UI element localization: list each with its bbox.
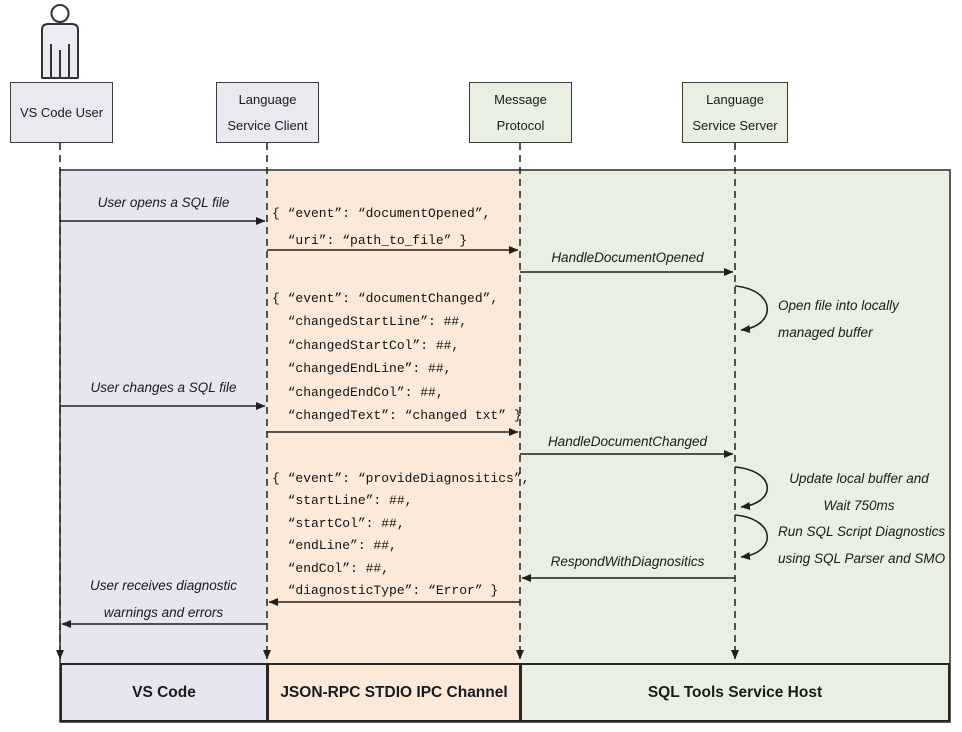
note-line1: Open file into locally: [778, 298, 899, 313]
footer-label-vscode: VS Code: [132, 683, 196, 701]
actor-label-line2: Service Server: [692, 117, 778, 133]
payload-line: “diagnosticType”: “Error” }: [272, 583, 499, 599]
note-line2: Wait 750ms: [823, 498, 895, 513]
message-label-user-receives-diagnostics: User receives diagnostic warnings and er…: [60, 572, 267, 626]
note-line1: Update local buffer and: [789, 471, 929, 486]
lane-vscode: [60, 170, 267, 722]
actor-label-line1: Language: [706, 91, 764, 107]
payload-line: “startLine”: ##,: [272, 493, 413, 509]
payload-provide-diagnostics: { “event”: “provideDiagnositics”, “start…: [272, 468, 529, 602]
payload-line: { “event”: “documentChanged”,: [272, 291, 499, 306]
actor-box-language-service-server: Language Service Server: [682, 82, 788, 143]
footer-label-service-host: SQL Tools Service Host: [647, 683, 823, 701]
message-label-handle-document-changed: HandleDocumentChanged: [547, 434, 708, 449]
payload-line: “uri”: “path_to_file” }: [272, 233, 468, 248]
message-label-user-changes-file: User changes a SQL file: [90, 380, 237, 395]
actor-box-language-service-client: Language Service Client: [216, 82, 319, 143]
note-run-sql-diagnostics: Run SQL Script Diagnostics using SQL Par…: [778, 518, 950, 572]
footer-box-service-host: SQL Tools Service Host: [520, 663, 950, 722]
note-open-file-buffer: Open file into locally managed buffer: [778, 292, 950, 346]
payload-line: “endCol”: ##,: [272, 560, 390, 576]
note-line1: Run SQL Script Diagnostics: [778, 524, 946, 539]
actor-label: VS Code User: [19, 104, 104, 120]
payload-document-changed: { “event”: “documentChanged”, “changedSt…: [272, 287, 522, 427]
payload-line: “changedText”: “changed txt” }: [272, 408, 522, 424]
payload-line: “changedStartLine”: ##,: [272, 314, 468, 330]
message-label-line1: User receives diagnostic: [89, 578, 238, 593]
payload-line: “startCol”: ##,: [272, 515, 405, 531]
actor-label-line1: Language: [238, 91, 297, 107]
actor-box-vscode-user: VS Code User: [10, 82, 113, 143]
payload-line: “changedStartCol”: ##,: [272, 337, 460, 353]
footer-box-ipc-channel: JSON-RPC STDIO IPC Channel: [267, 663, 521, 722]
actor-label-line1: Message: [494, 91, 547, 107]
payload-line: “endLine”: ##,: [272, 538, 397, 554]
note-line2: using SQL Parser and SMO: [778, 551, 946, 566]
message-label-line2: warnings and errors: [103, 605, 224, 620]
footer-box-vscode: VS Code: [60, 663, 268, 722]
footer-label-ipc-channel: JSON-RPC STDIO IPC Channel: [280, 683, 508, 701]
payload-line: { “event”: “documentOpened”,: [272, 206, 491, 221]
note-update-buffer-wait: Update local buffer and Wait 750ms: [768, 465, 950, 519]
user-actor-icon: [41, 4, 79, 79]
message-label-respond-with-diagnostics: RespondWithDiagnositics: [550, 554, 705, 569]
payload-line: “changedEndCol”: ##,: [272, 384, 444, 400]
actor-label-line2: Protocol: [496, 117, 545, 133]
payload-line: { “event”: “provideDiagnositics”,: [272, 471, 530, 486]
message-label-user-opens-file: User opens a SQL file: [97, 195, 230, 210]
actor-label-line2: Service Client: [227, 117, 308, 133]
message-label-handle-document-opened: HandleDocumentOpened: [551, 250, 704, 265]
actor-box-message-protocol: Message Protocol: [469, 82, 572, 143]
note-line2: managed buffer: [778, 325, 873, 340]
payload-line: “changedEndLine”: ##,: [272, 361, 452, 377]
payload-document-opened: { “event”: “documentOpened”, “uri”: “pat…: [272, 200, 490, 254]
